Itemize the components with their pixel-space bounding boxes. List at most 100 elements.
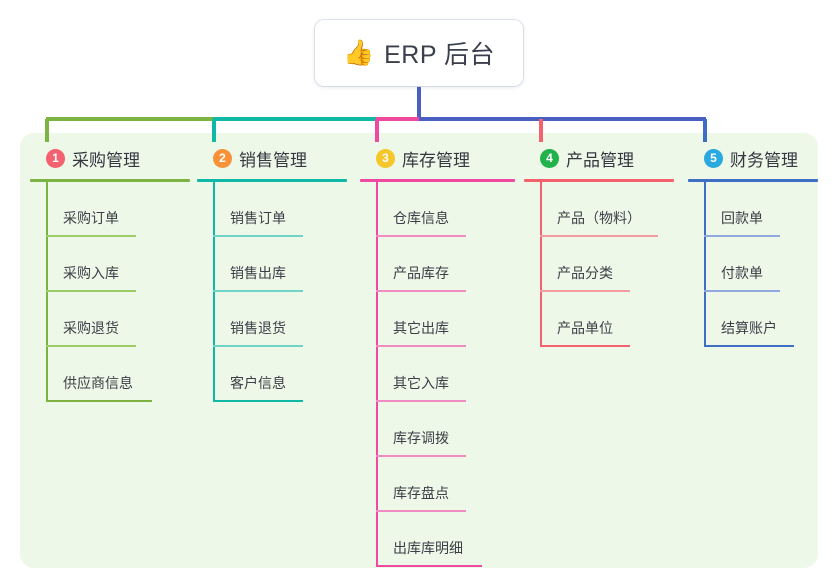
column-badge-5: 5 — [704, 148, 723, 168]
column-badge-2: 2 — [213, 148, 232, 168]
leaf-item[interactable]: 采购订单 — [30, 182, 190, 237]
leaf-item[interactable]: 销售订单 — [197, 182, 347, 237]
leaf-underline — [376, 565, 482, 567]
leaf-item[interactable]: 采购入库 — [30, 237, 190, 292]
leaf-spine-1 — [46, 182, 48, 402]
leaf-underline — [540, 345, 630, 347]
leaf-item[interactable]: 采购退货 — [30, 292, 190, 347]
leaf-label: 采购退货 — [63, 320, 119, 336]
leaf-underline — [540, 235, 658, 237]
leaf-label: 客户信息 — [230, 375, 286, 391]
leaf-label: 库存盘点 — [393, 485, 449, 501]
leaf-item[interactable]: 库存盘点 — [360, 457, 515, 512]
column-rule-3 — [360, 179, 515, 182]
column-badge-1: 1 — [46, 148, 65, 168]
leaf-label: 产品库存 — [393, 265, 449, 281]
leaf-label: 销售退货 — [230, 320, 286, 336]
column-5: 5 财务管理回款单付款单结算账户 — [688, 145, 818, 347]
leaf-item[interactable]: 销售退货 — [197, 292, 347, 347]
leaf-label: 库存调拨 — [393, 430, 449, 446]
leaf-item[interactable]: 出库库明细 — [360, 512, 515, 567]
leaf-item[interactable]: 回款单 — [688, 182, 818, 237]
leaf-item[interactable]: 产品（物料） — [524, 182, 674, 237]
leaf-list-3: 仓库信息产品库存其它出库其它入库库存调拨库存盘点出库库明细 — [360, 182, 515, 567]
column-header-2[interactable]: 2 销售管理 — [197, 145, 347, 171]
leaf-item[interactable]: 库存调拨 — [360, 402, 515, 457]
leaf-underline — [540, 290, 630, 292]
root-node[interactable]: 👍 ERP 后台 — [315, 20, 523, 86]
root-title: ERP 后台 — [384, 41, 496, 69]
leaf-spine-2 — [213, 182, 215, 402]
leaf-underline — [46, 235, 136, 237]
column-title-1: 采购管理 — [72, 150, 140, 170]
column-rule-1 — [30, 179, 190, 182]
leaf-item[interactable]: 其它出库 — [360, 292, 515, 347]
leaf-underline — [376, 400, 466, 402]
leaf-underline — [213, 400, 303, 402]
leaf-underline — [46, 290, 136, 292]
column-rule-4 — [524, 179, 674, 182]
leaf-item[interactable]: 付款单 — [688, 237, 818, 292]
leaf-underline — [213, 290, 303, 292]
leaf-underline — [376, 455, 466, 457]
column-title-5: 财务管理 — [730, 150, 798, 170]
leaf-label: 其它出库 — [393, 320, 449, 336]
leaf-item[interactable]: 供应商信息 — [30, 347, 190, 402]
leaf-label: 结算账户 — [721, 320, 777, 336]
column-badge-4: 4 — [540, 148, 559, 168]
column-2: 2 销售管理销售订单销售出库销售退货客户信息 — [197, 145, 347, 402]
leaf-list-4: 产品（物料） 产品分类产品单位 — [524, 182, 674, 347]
column-rule-5 — [688, 179, 818, 182]
leaf-underline — [213, 235, 303, 237]
leaf-underline — [704, 235, 780, 237]
leaf-underline — [376, 510, 466, 512]
leaf-item[interactable]: 销售出库 — [197, 237, 347, 292]
column-badge-3: 3 — [376, 148, 395, 168]
leaf-spine-5 — [704, 182, 706, 347]
content-panel — [20, 133, 818, 568]
leaf-item[interactable]: 结算账户 — [688, 292, 818, 347]
leaf-list-5: 回款单付款单结算账户 — [688, 182, 818, 347]
leaf-spine-3 — [376, 182, 378, 567]
leaf-underline — [213, 345, 303, 347]
column-header-5[interactable]: 5 财务管理 — [688, 145, 818, 171]
leaf-underline — [704, 345, 794, 347]
leaf-item[interactable]: 产品分类 — [524, 237, 674, 292]
leaf-item[interactable]: 仓库信息 — [360, 182, 515, 237]
leaf-label: 产品（物料） — [557, 210, 641, 226]
column-3: 3 库存管理仓库信息产品库存其它出库其它入库库存调拨库存盘点出库库明细 — [360, 145, 515, 567]
leaf-label: 销售出库 — [230, 265, 286, 281]
leaf-label: 仓库信息 — [393, 210, 449, 226]
leaf-label: 其它入库 — [393, 375, 449, 391]
leaf-label: 付款单 — [721, 265, 763, 281]
leaf-label: 回款单 — [721, 210, 763, 226]
column-1: 1 采购管理采购订单采购入库采购退货供应商信息 — [30, 145, 190, 402]
column-header-3[interactable]: 3 库存管理 — [360, 145, 515, 171]
leaf-list-2: 销售订单销售出库销售退货客户信息 — [197, 182, 347, 402]
leaf-item[interactable]: 产品单位 — [524, 292, 674, 347]
leaf-item[interactable]: 客户信息 — [197, 347, 347, 402]
column-title-2: 销售管理 — [239, 150, 307, 170]
column-4: 4 产品管理产品（物料） 产品分类产品单位 — [524, 145, 674, 347]
leaf-spine-4 — [540, 182, 542, 347]
leaf-label: 产品单位 — [557, 320, 613, 336]
leaf-underline — [376, 290, 466, 292]
leaf-label: 出库库明细 — [393, 540, 463, 556]
leaf-label: 采购入库 — [63, 265, 119, 281]
column-header-1[interactable]: 1 采购管理 — [30, 145, 190, 171]
leaf-underline — [376, 235, 466, 237]
leaf-list-1: 采购订单采购入库采购退货供应商信息 — [30, 182, 190, 402]
leaf-underline — [46, 345, 136, 347]
leaf-underline — [376, 345, 466, 347]
column-rule-2 — [197, 179, 347, 182]
column-header-4[interactable]: 4 产品管理 — [524, 145, 674, 171]
column-title-4: 产品管理 — [566, 150, 634, 170]
leaf-underline — [46, 400, 152, 402]
leaf-underline — [704, 290, 780, 292]
leaf-item[interactable]: 产品库存 — [360, 237, 515, 292]
column-title-3: 库存管理 — [402, 150, 470, 170]
leaf-item[interactable]: 其它入库 — [360, 347, 515, 402]
leaf-label: 销售订单 — [230, 210, 286, 226]
thumbs-up-icon: 👍 — [342, 38, 375, 67]
